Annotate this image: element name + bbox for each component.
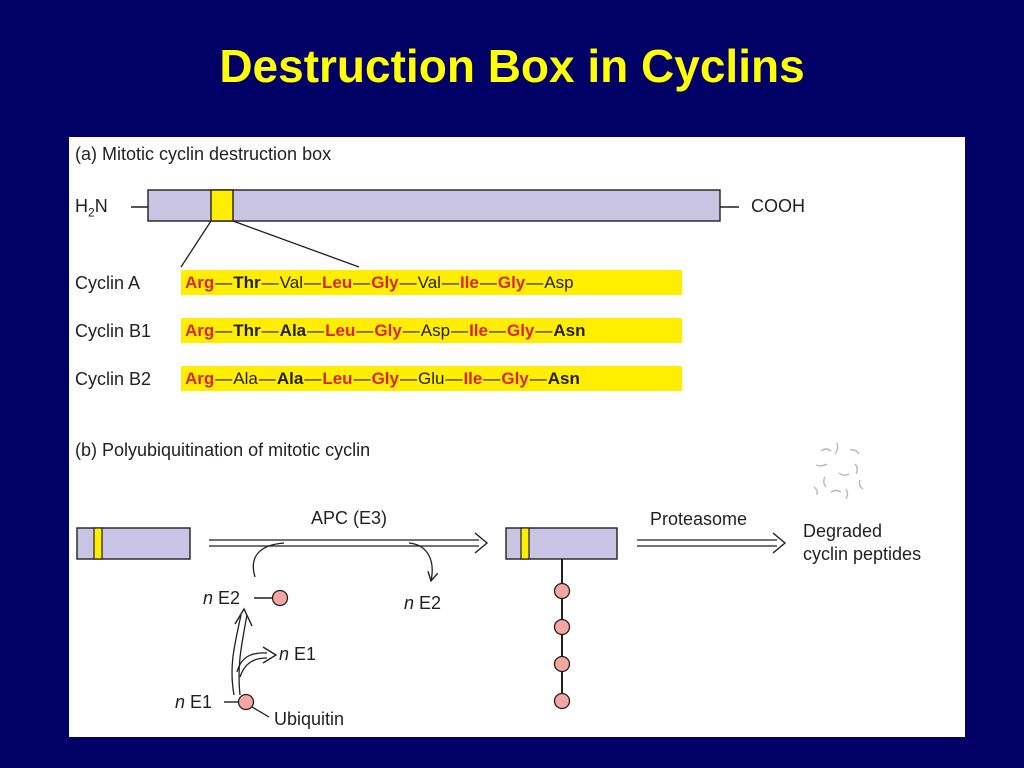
cyclin-b2-label: Cyclin B2 xyxy=(75,369,152,389)
peptide-fragments xyxy=(813,442,864,500)
e2-out-curve xyxy=(408,542,439,583)
ubiquitin-chain-4 xyxy=(553,692,571,710)
residue: Asp xyxy=(544,272,574,292)
c-terminus-label: COOH xyxy=(751,196,805,216)
peptide-bond: — xyxy=(402,320,420,340)
peptide-bond: — xyxy=(441,272,459,292)
ubiquitin-label: Ubiquitin xyxy=(274,709,345,729)
proteasome-arrow-head xyxy=(772,532,787,554)
apc-label: APC (E3) xyxy=(311,508,388,528)
residue: Gly xyxy=(371,368,399,388)
cyclin-a-band xyxy=(181,270,682,295)
peptide-bond: — xyxy=(215,368,233,388)
peptide-bond: — xyxy=(529,368,547,388)
panel-b-heading: (b) Polyubiquitination of mitotic cyclin xyxy=(75,440,371,460)
peptide-bond: — xyxy=(399,272,417,292)
cyclin-a-label: Cyclin A xyxy=(75,273,141,293)
peptide-bond: — xyxy=(303,272,321,292)
e2-in-curve xyxy=(252,542,285,578)
e2-loaded-label: n E2 xyxy=(203,588,241,608)
peptide-bond: — xyxy=(215,320,233,340)
peptide-bond: — xyxy=(353,272,371,292)
peptide-bond: — xyxy=(479,272,497,292)
residue: Ala xyxy=(233,368,258,388)
zoom-line-left xyxy=(180,220,212,268)
residue: Val xyxy=(279,272,303,292)
residue: Leu xyxy=(321,272,353,292)
residue: Val xyxy=(417,272,441,292)
residue: Ile xyxy=(459,272,479,292)
degraded-label-line2: cyclin peptides xyxy=(803,544,922,564)
residue: Asn xyxy=(553,320,586,340)
residue: Glu xyxy=(417,368,445,388)
peptide-bond: — xyxy=(304,368,322,388)
figure-panel: (a) Mitotic cyclin destruction box H2N C… xyxy=(69,137,965,737)
destruction-box-small xyxy=(93,527,103,560)
peptide-bond: — xyxy=(483,368,501,388)
ubiquitin-chain-1 xyxy=(553,582,571,600)
e2-released-label: n E2 xyxy=(404,593,442,613)
ubiquitin-label-line xyxy=(251,706,270,718)
peptide-bond: — xyxy=(399,368,417,388)
destruction-box xyxy=(210,189,234,222)
residue: Leu xyxy=(325,320,356,340)
peptide-bond: — xyxy=(535,320,553,340)
peptide-bond: — xyxy=(307,320,325,340)
e1-release-arrow-head xyxy=(262,646,278,664)
residue: Ile xyxy=(463,368,483,388)
peptide-bond: — xyxy=(451,320,469,340)
zoom-line-right xyxy=(232,220,360,268)
residue: Asp xyxy=(420,320,451,340)
peptide-bond: — xyxy=(353,368,371,388)
destruction-box-small-tagged xyxy=(520,527,530,560)
cyclin-a-sequence: Arg—Thr—Val—Leu—Gly—Val—Ile—Gly—Asp xyxy=(185,270,574,295)
ubiquitin-chain-2 xyxy=(553,618,571,636)
cyclin-protein-bar xyxy=(147,189,721,222)
peptide-bond: — xyxy=(215,272,233,292)
cyclin-b2-band xyxy=(181,366,682,391)
cyclin-b2-sequence: Arg—Ala—Ala—Leu—Gly—Glu—Ile—Gly—Asn xyxy=(185,366,580,391)
ubiquitin-on-e2 xyxy=(271,589,289,607)
peptide-bond: — xyxy=(445,368,463,388)
residue: Gly xyxy=(501,368,529,388)
e1-to-e2-arrow-head xyxy=(234,607,253,627)
degraded-label-line1: Degraded xyxy=(803,521,883,541)
peptide-bond: — xyxy=(488,320,506,340)
apc-arrow-head xyxy=(474,532,489,554)
peptide-bond: — xyxy=(261,272,279,292)
cyclin-b1-band xyxy=(181,318,682,343)
slide-title: Destruction Box in Cyclins xyxy=(219,40,805,92)
residue: Asn xyxy=(547,368,580,388)
residue: Arg xyxy=(185,368,215,388)
residue: Thr xyxy=(233,320,261,340)
peptide-bond: — xyxy=(258,368,276,388)
n-terminus-label: H2N xyxy=(75,196,108,220)
residue: Thr xyxy=(233,272,261,292)
cyclin-b1-label: Cyclin B1 xyxy=(75,321,152,341)
peptide-bond: — xyxy=(261,320,279,340)
residue: Ala xyxy=(276,368,304,388)
residue: Ile xyxy=(469,320,488,340)
residue: Arg xyxy=(185,272,215,292)
residue: Gly xyxy=(371,272,399,292)
ubiquitin-chain-3 xyxy=(553,655,571,673)
residue: Gly xyxy=(506,320,535,340)
residue: Gly xyxy=(497,272,526,292)
residue: Gly xyxy=(374,320,402,340)
e1-loaded-label: n E1 xyxy=(175,692,213,712)
residue: Arg xyxy=(185,320,215,340)
proteasome-label: Proteasome xyxy=(650,509,748,529)
figure-drawing xyxy=(76,189,864,718)
residue: Ala xyxy=(279,320,307,340)
peptide-bond: — xyxy=(356,320,374,340)
cyclin-b1-sequence: Arg—Thr—Ala—Leu—Gly—Asp—Ile—Gly—Asn xyxy=(185,318,586,343)
panel-a-heading: (a) Mitotic cyclin destruction box xyxy=(75,144,332,164)
ubiquitin-on-e1 xyxy=(237,693,255,711)
e1-released-label: n E1 xyxy=(279,644,317,664)
residue: Leu xyxy=(322,368,353,388)
peptide-bond: — xyxy=(526,272,544,292)
